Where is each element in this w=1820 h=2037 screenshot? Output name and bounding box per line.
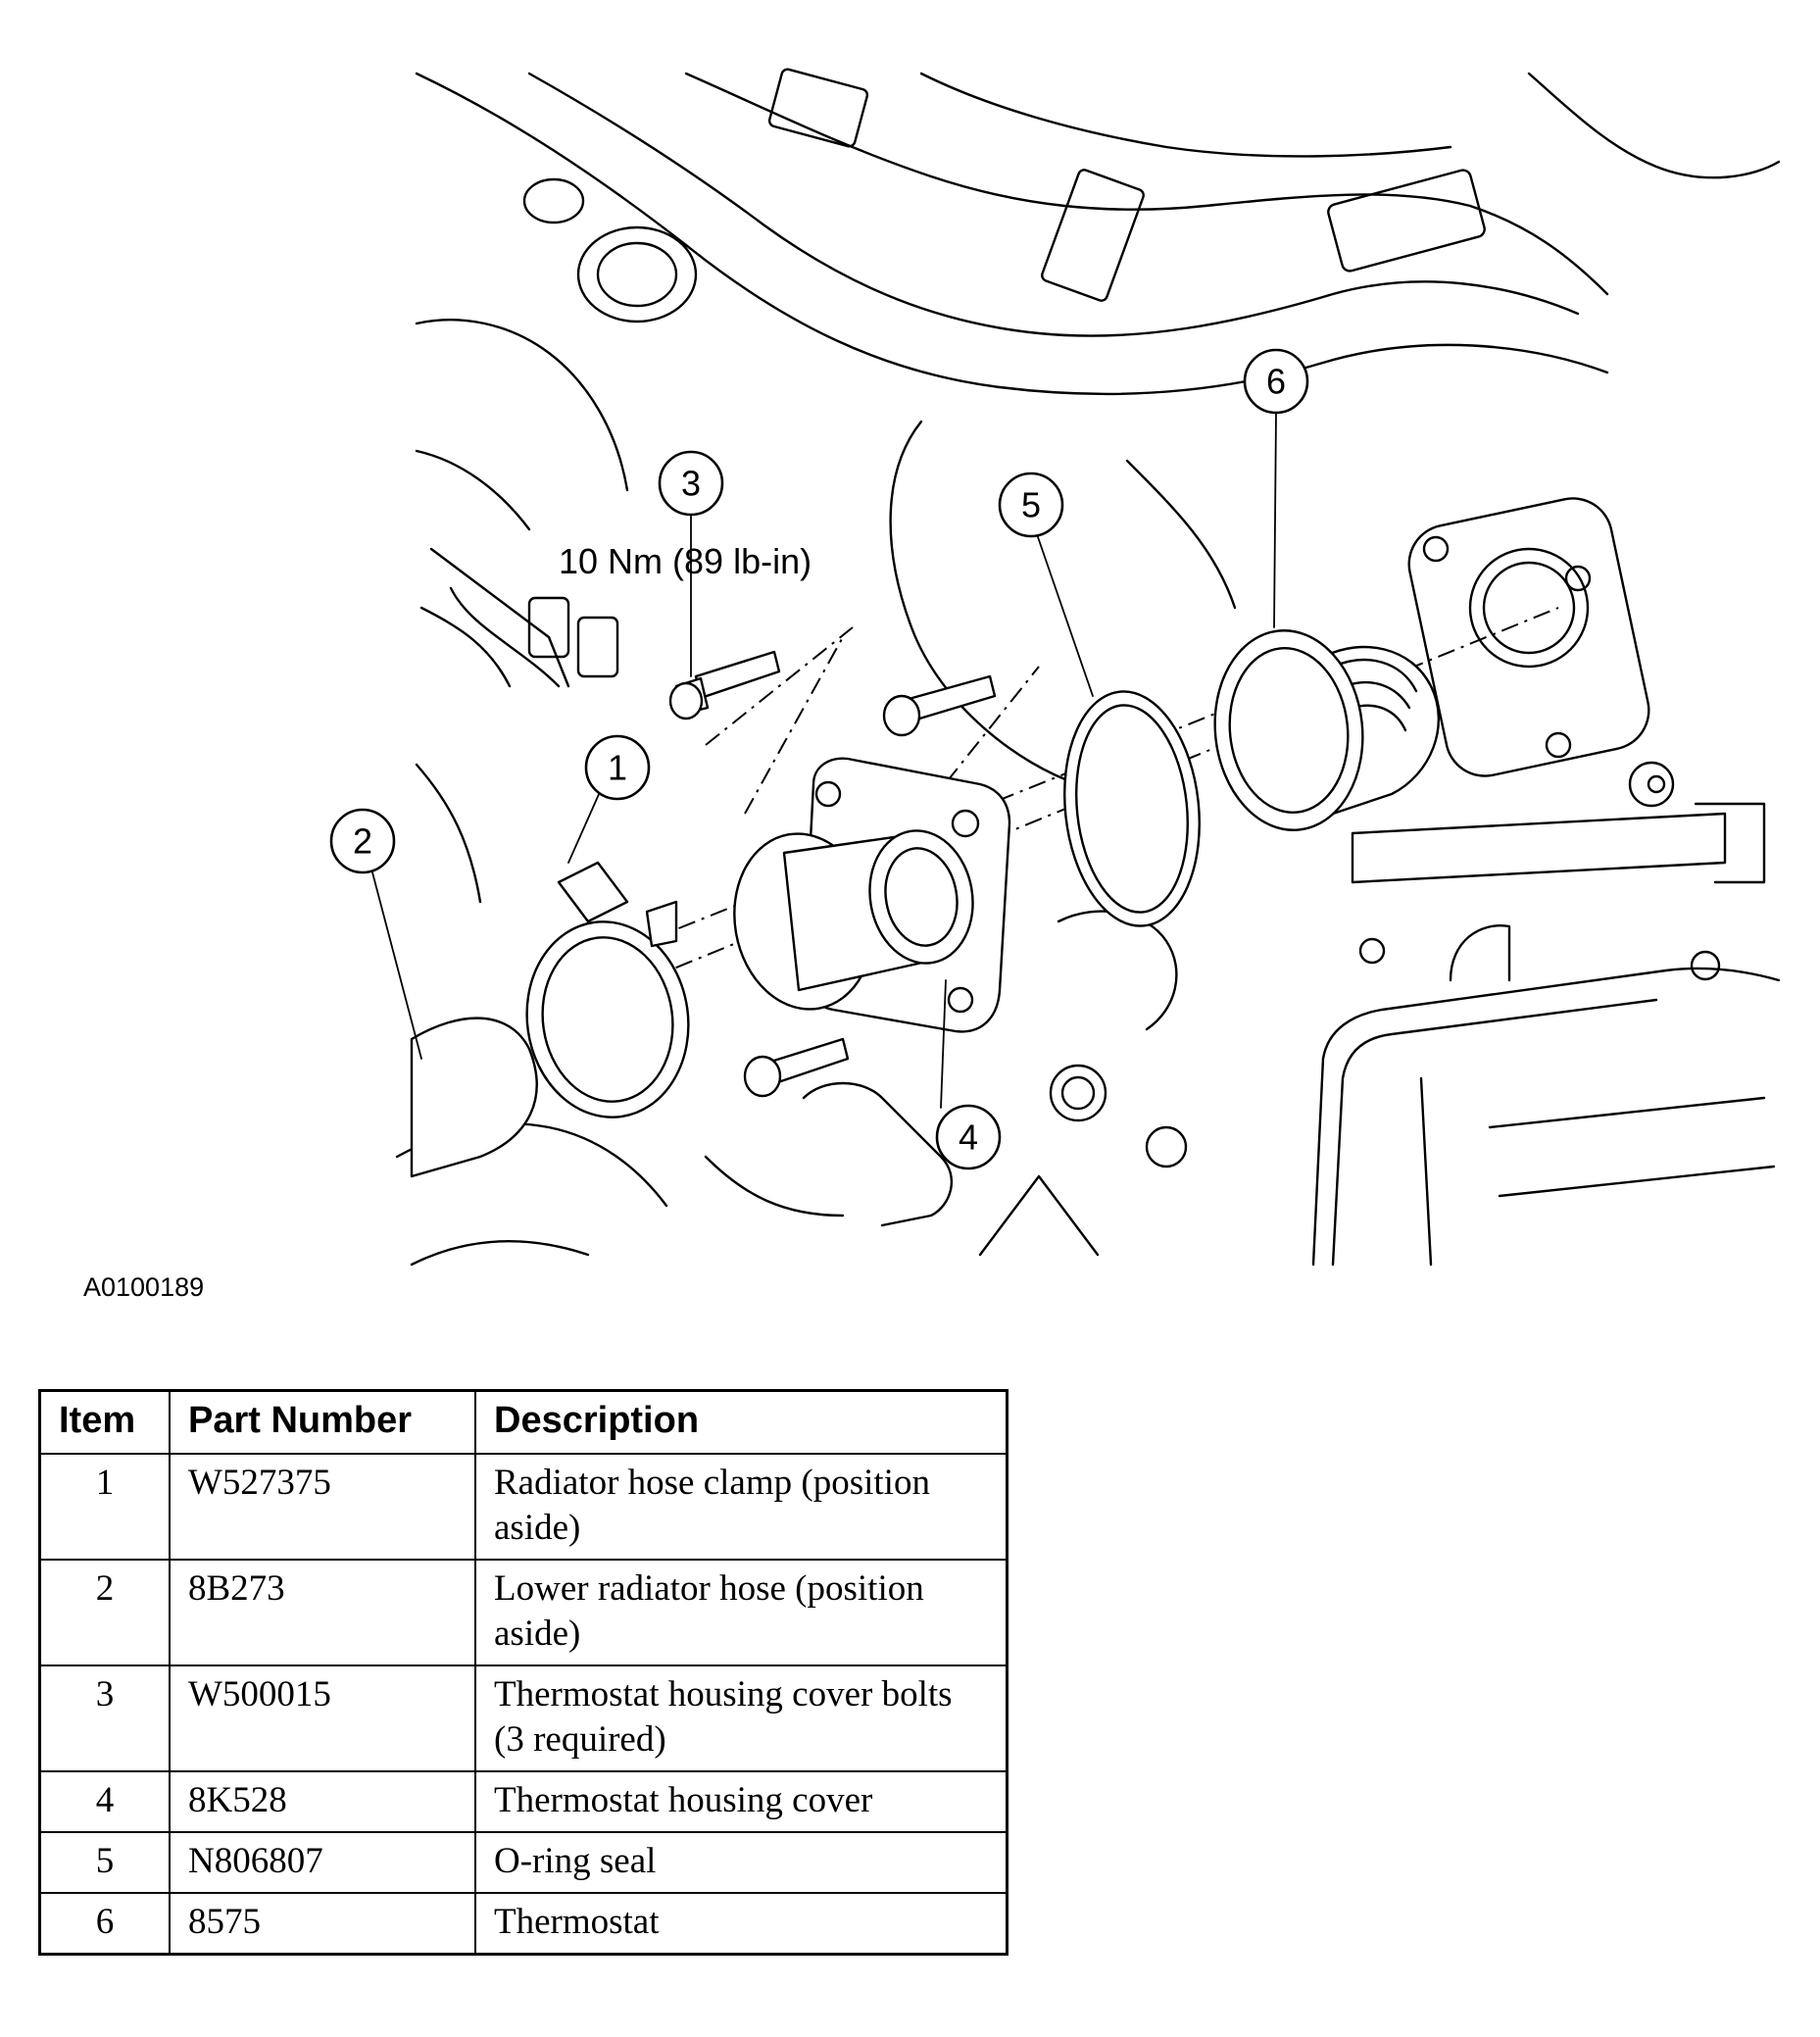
table-row: 2 8B273 Lower radiator hose (position as… <box>38 1559 1008 1666</box>
callout-1: 1 <box>584 734 651 801</box>
table-row: 4 8K528 Thermostat housing cover <box>38 1770 1008 1833</box>
callout-label: 1 <box>608 748 627 788</box>
cell-item: 4 <box>38 1770 171 1833</box>
table-row: 5 N806807 O-ring seal <box>38 1831 1008 1894</box>
callout-4: 4 <box>935 1104 1002 1170</box>
cell-item: 2 <box>38 1559 171 1666</box>
callout-3: 3 <box>658 450 724 517</box>
cell-part-number: 8575 <box>169 1892 476 1956</box>
cell-part-number: W527375 <box>169 1453 476 1561</box>
cell-description: Thermostat housing cover bolts (3 requir… <box>474 1664 1008 1772</box>
exploded-parts <box>371 412 1559 1178</box>
callout-label: 4 <box>959 1118 978 1158</box>
cell-part-number: N806807 <box>169 1831 476 1894</box>
header-description: Description <box>474 1389 1008 1455</box>
header-part-number: Part Number <box>169 1389 476 1455</box>
cell-part-number: W500015 <box>169 1664 476 1772</box>
engine-background-linework <box>395 68 1781 1267</box>
cell-part-number: 8B273 <box>169 1559 476 1666</box>
table-row: 6 8575 Thermostat <box>38 1892 1008 1956</box>
exploded-view-illustration: 1 2 3 4 5 6 10 Nm (89 lb-in) A0100189 <box>83 68 1781 1302</box>
cell-item: 1 <box>38 1453 171 1561</box>
table-header-row: Item Part Number Description <box>38 1389 1008 1455</box>
cell-description: Thermostat <box>474 1892 1008 1956</box>
table-row: 3 W500015 Thermostat housing cover bolts… <box>38 1664 1008 1772</box>
cell-item: 6 <box>38 1892 171 1956</box>
figure-id: A0100189 <box>83 1272 204 1302</box>
table-row: 1 W527375 Radiator hose clamp (position … <box>38 1453 1008 1561</box>
torque-spec-label: 10 Nm (89 lb-in) <box>559 541 812 581</box>
cell-description: Radiator hose clamp (position aside) <box>474 1453 1008 1561</box>
cell-part-number: 8K528 <box>169 1770 476 1833</box>
callout-6: 6 <box>1243 348 1309 415</box>
parts-table: Item Part Number Description 1 W527375 R… <box>38 1389 1008 1956</box>
callout-label: 6 <box>1266 362 1286 402</box>
callout-label: 5 <box>1021 485 1041 525</box>
callout-label: 2 <box>353 821 372 862</box>
cell-description: O-ring seal <box>474 1831 1008 1894</box>
header-item: Item <box>38 1389 171 1455</box>
callout-label: 3 <box>681 464 701 504</box>
cell-item: 5 <box>38 1831 171 1894</box>
cell-description: Thermostat housing cover <box>474 1770 1008 1833</box>
callout-2: 2 <box>329 808 396 874</box>
cell-item: 3 <box>38 1664 171 1772</box>
cell-description: Lower radiator hose (position aside) <box>474 1559 1008 1666</box>
callout-5: 5 <box>998 472 1064 538</box>
